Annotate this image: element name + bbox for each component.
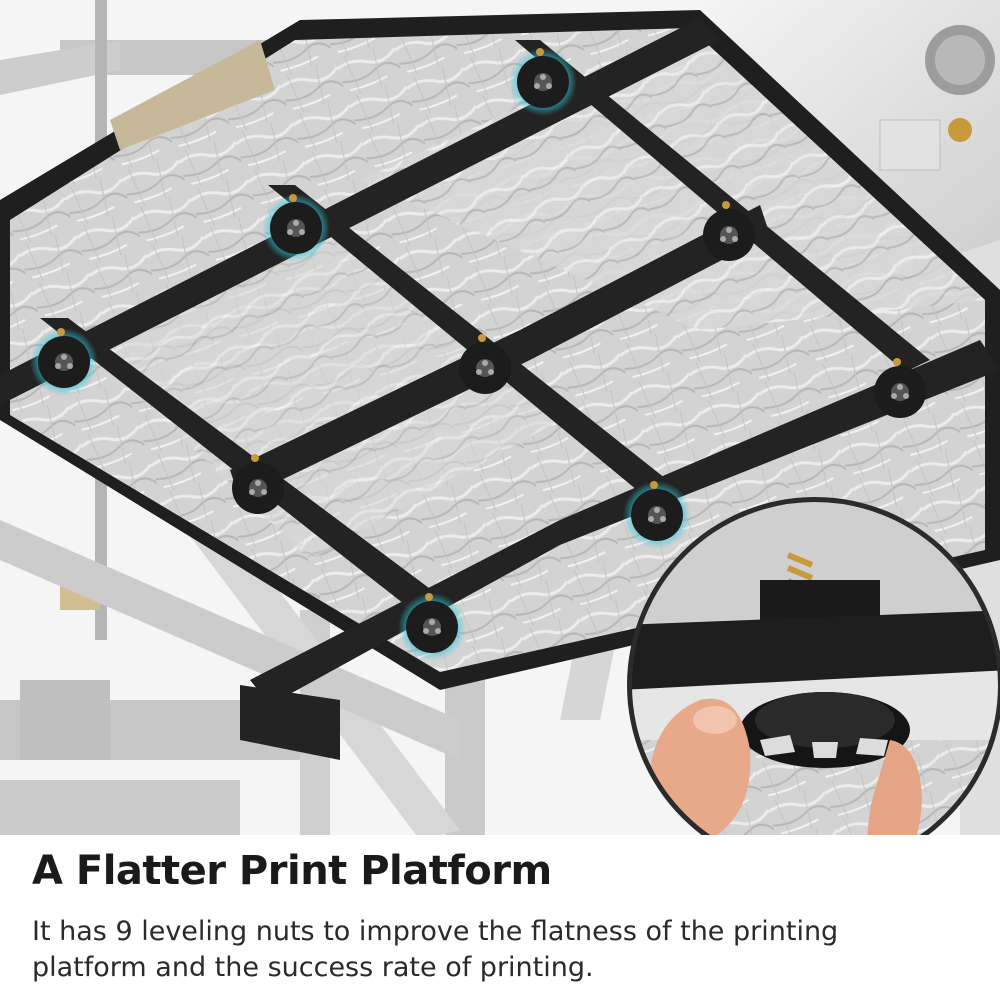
leveling-nut-icon — [30, 328, 98, 396]
leveling-nut-icon — [509, 48, 577, 116]
power-supply-icon — [700, 0, 1000, 260]
leveling-nut-icon — [623, 481, 691, 549]
leveling-nuts — [30, 48, 926, 661]
leveling-nut-icon — [398, 593, 466, 661]
description: It has 9 leveling nuts to improve the fl… — [32, 916, 839, 983]
leveling-nut-icon — [262, 194, 330, 262]
leveling-nut-icon — [232, 454, 284, 514]
leveling-nut-icon — [459, 334, 511, 394]
headline: A Flatter Print Platform — [32, 848, 552, 894]
leveling-nut-icon — [703, 201, 755, 261]
leveling-nut-icon — [874, 358, 926, 418]
